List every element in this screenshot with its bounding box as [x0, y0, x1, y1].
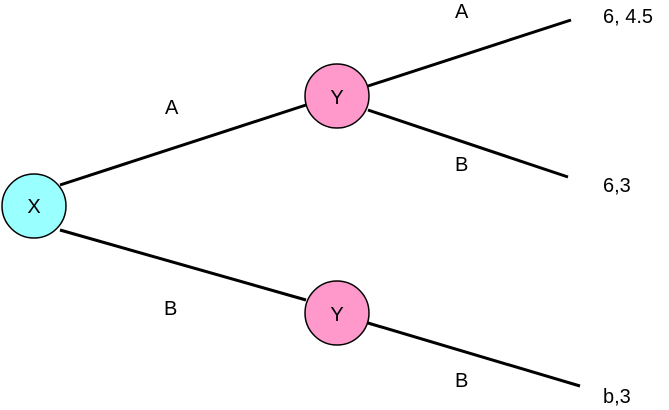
node-upper-y — [304, 63, 370, 129]
node-x — [1, 173, 67, 239]
node-lower-y — [304, 280, 370, 346]
edge-label-root-upper: A — [165, 97, 179, 119]
edge-upper-y-to-middle — [367, 108, 569, 179]
edge-x-to-lower-y — [59, 228, 307, 302]
edge-label-lower-bottom: B — [455, 370, 469, 392]
node-lower-y-label: Y — [330, 304, 343, 326]
node-x-label: X — [27, 196, 40, 218]
payoff-top: 6, 4.5 — [603, 6, 654, 28]
edge-label-root-lower: B — [164, 298, 178, 320]
payoff-bottom: b,3 — [603, 386, 631, 408]
edge-lower-y-to-bottom — [367, 321, 581, 388]
edge-x-to-upper-y — [59, 103, 307, 187]
edge-label-upper-middle: B — [455, 154, 469, 176]
edge-label-upper-top: A — [455, 1, 469, 23]
node-upper-y-label: Y — [330, 87, 343, 109]
edge-upper-y-to-top — [367, 18, 572, 88]
payoff-middle: 6,3 — [603, 175, 631, 197]
